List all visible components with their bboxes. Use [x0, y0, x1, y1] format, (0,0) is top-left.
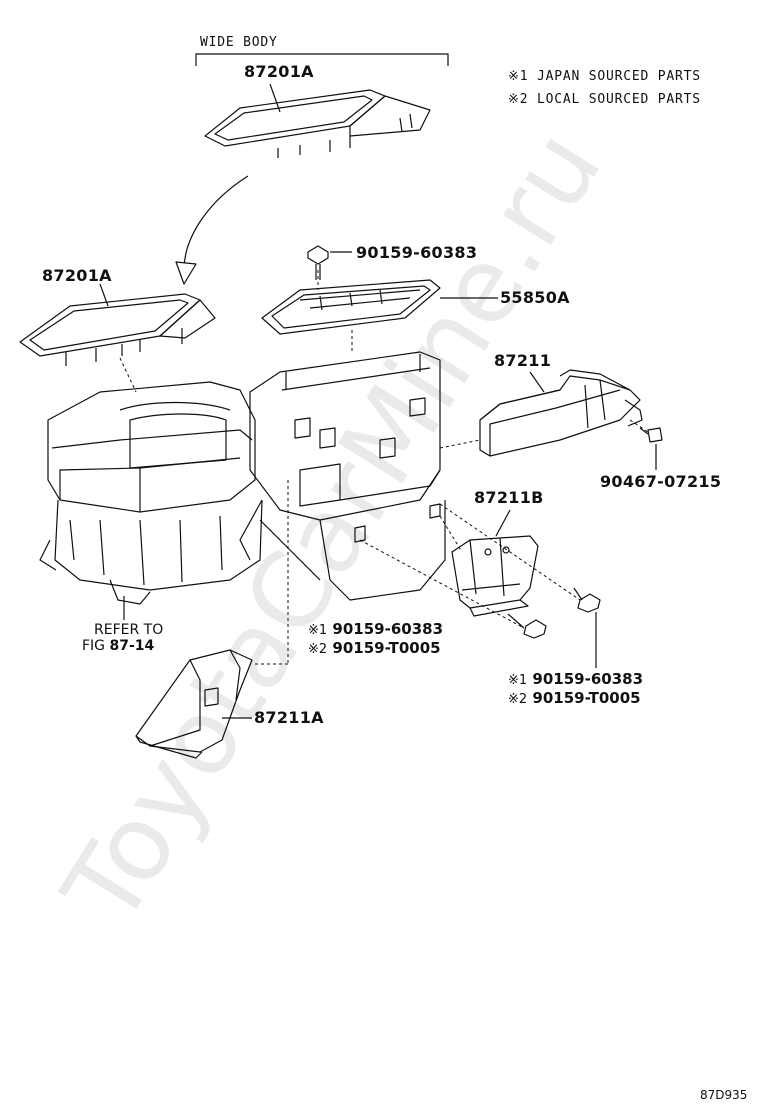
callout-right-part-1: 90159-60383	[532, 670, 644, 688]
callout-mid-line-2: ※2 90159-T0005	[308, 639, 441, 657]
screw-90159-right	[573, 587, 601, 668]
heater-case	[239, 351, 446, 601]
legend-text-2: LOCAL SOURCED PARTS	[536, 92, 701, 107]
legend-text-1: JAPAN SOURCED PARTS	[536, 69, 701, 84]
callout-right-mark-1: ※1	[508, 673, 528, 688]
label-55850a: 55850A	[500, 288, 570, 307]
arrow-wide-body-to-gasket	[175, 175, 249, 285]
callout-mid-mark-1: ※1	[308, 623, 328, 638]
refer-fig-link[interactable]: 87-14	[109, 638, 155, 654]
duct-87211	[479, 369, 643, 457]
refer-line-1: REFER TO	[94, 622, 164, 638]
legend-line-1: ※1 JAPAN SOURCED PARTS	[508, 70, 701, 83]
dashed-guides	[119, 270, 649, 665]
label-87211a: 87211A	[254, 708, 324, 727]
callout-mid-mark-2: ※2	[308, 642, 328, 657]
callout-right-line-2: ※2 90159-T0005	[508, 689, 641, 707]
callout-mid-line-1: ※1 90159-60383	[308, 620, 444, 638]
callout-mid-part-1: 90159-60383	[332, 620, 444, 638]
legend-mark-1: ※1	[508, 69, 529, 84]
gasket-87201a-top	[204, 83, 431, 158]
wide-body-bracket	[195, 53, 449, 66]
filter-cover-55850a	[261, 279, 498, 335]
label-87201a-top: 87201A	[244, 62, 314, 81]
gasket-87201a-mid	[19, 283, 216, 366]
screw-90159-60383-top	[307, 245, 352, 280]
duct-87211b	[451, 509, 539, 617]
refer-prefix: FIG	[82, 638, 110, 654]
wide-body-label: WIDE BODY	[200, 35, 278, 50]
label-87201a-mid: 87201A	[42, 266, 112, 285]
label-90467-07215: 90467-07215	[600, 472, 722, 491]
label-90159-60383-top: 90159-60383	[356, 243, 478, 262]
callout-mid-part-2: 90159-T0005	[332, 639, 441, 657]
blower-housing	[39, 381, 263, 605]
refer-line-2[interactable]: FIG 87-14	[82, 639, 154, 653]
screw-90467-07215	[639, 427, 663, 470]
callout-right-line-1: ※1 90159-60383	[508, 670, 644, 688]
legend-mark-2: ※2	[508, 92, 529, 107]
figure-id: 87D935	[700, 1088, 748, 1102]
label-87211b: 87211B	[474, 488, 544, 507]
duct-87211a	[135, 649, 253, 759]
callout-right-part-2: 90159-T0005	[532, 689, 641, 707]
legend-line-2: ※2 LOCAL SOURCED PARTS	[508, 93, 701, 106]
screw-90159-mid	[507, 613, 547, 639]
label-87211: 87211	[494, 351, 552, 370]
callout-right-mark-2: ※2	[508, 692, 528, 707]
